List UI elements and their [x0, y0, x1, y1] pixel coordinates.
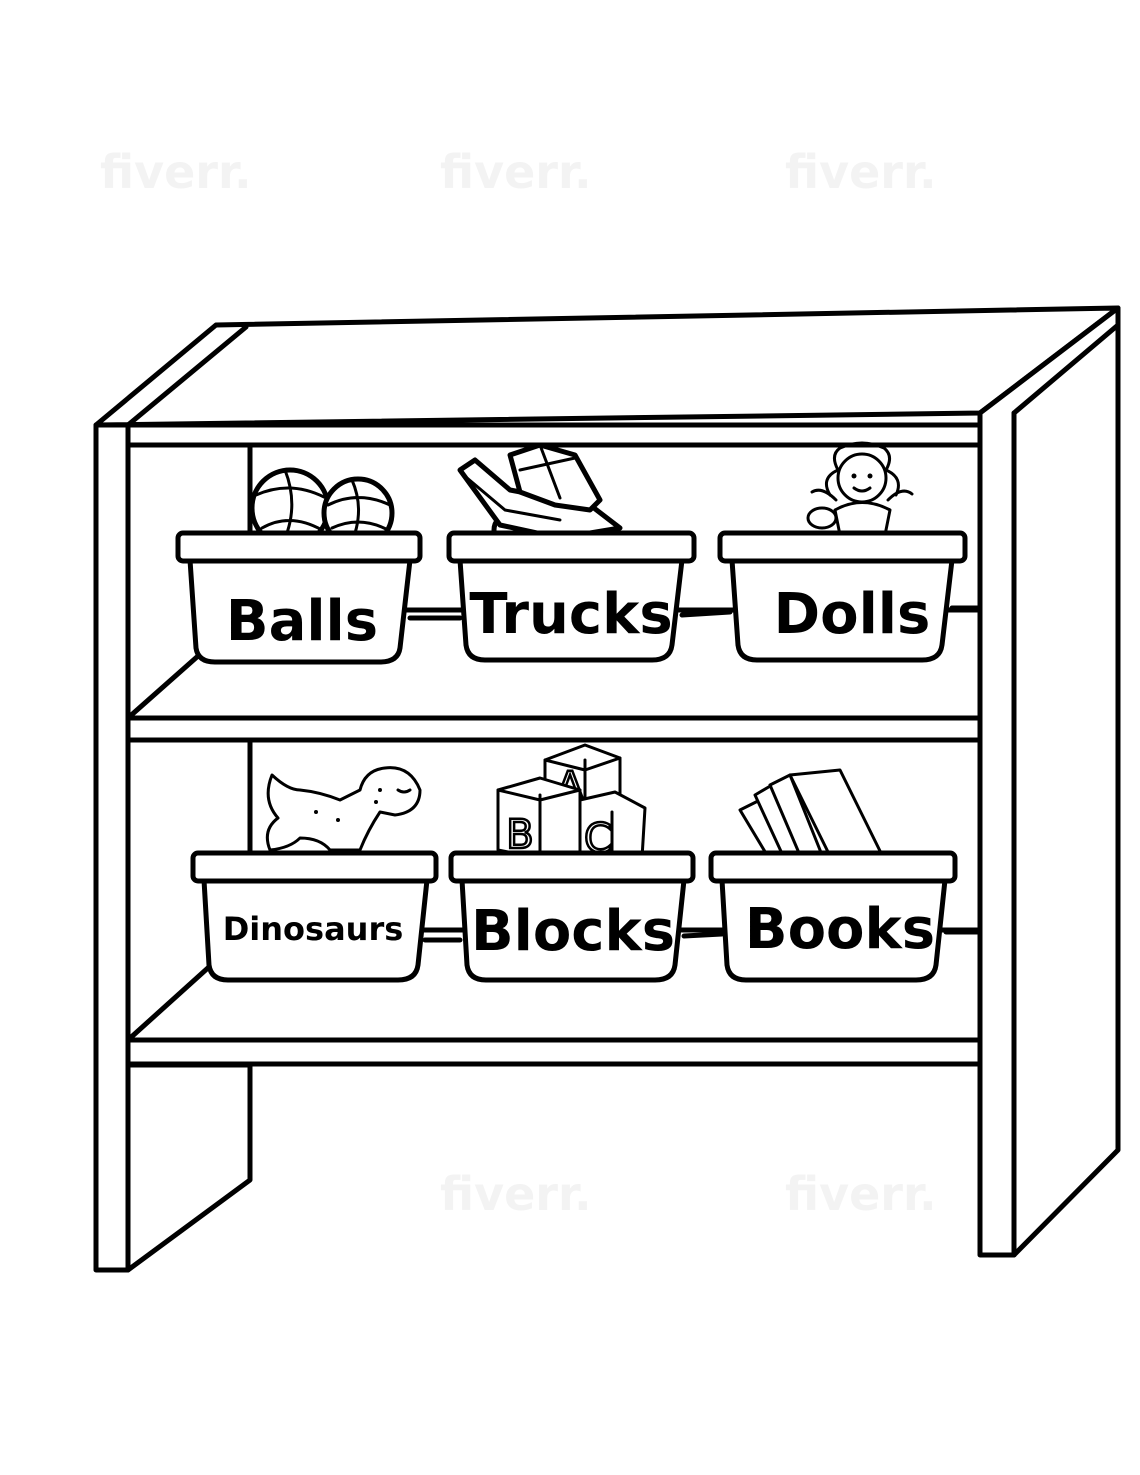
bin-label-balls: Balls — [226, 589, 378, 654]
shelf-top-edge — [125, 324, 249, 428]
bin-label-dolls: Dolls — [774, 582, 931, 647]
shelf-left-leg-inner — [125, 1062, 253, 1273]
watermark: fiverr. — [100, 145, 252, 199]
watermark: fiverr. — [785, 145, 937, 199]
bin-blocks: Blocks — [448, 850, 696, 983]
bin-books: Books — [708, 850, 958, 983]
shelf-bottom-front — [125, 1037, 983, 1067]
shelf-middle-front — [125, 715, 983, 743]
shelf-top-board — [93, 305, 1121, 428]
bin-label-dinosaurs: Dinosaurs — [223, 910, 404, 948]
bin-divider — [679, 609, 733, 618]
shelf-right-side — [977, 305, 1121, 1258]
dinosaur-icon — [265, 766, 422, 852]
bin-label-books: Books — [745, 897, 935, 962]
bin-divider — [681, 931, 725, 939]
bins-top-row: Balls Trucks Dolls — [175, 530, 983, 665]
watermark: fiverr. — [785, 1167, 937, 1221]
truck-icon — [457, 442, 623, 549]
watermark: fiverr. — [440, 1167, 592, 1221]
books-icon — [738, 768, 884, 862]
bins-bottom-row: Dinosaurs Blocks Books — [190, 850, 983, 983]
shelf-left-side — [93, 422, 131, 1273]
doll-icon — [806, 441, 914, 537]
abc-blocks-icon: A B C — [496, 743, 647, 864]
bin-label-blocks: Blocks — [471, 899, 675, 964]
watermark: fiverr. — [440, 145, 592, 199]
bin-label-trucks: Trucks — [469, 582, 672, 647]
shelf-inner-top — [125, 422, 983, 448]
bookshelf — [93, 305, 1121, 1273]
shelf-right-top-edge — [1011, 322, 1121, 416]
watermark-layer: fiverr. fiverr. fiverr. fiverr. fiverr. — [100, 145, 937, 1221]
balls-icon — [249, 467, 395, 550]
bin-balls: Balls — [175, 530, 423, 665]
bin-trucks: Trucks — [446, 530, 697, 663]
bin-dinosaurs: Dinosaurs — [190, 850, 439, 983]
bin-dolls: Dolls — [717, 530, 968, 663]
